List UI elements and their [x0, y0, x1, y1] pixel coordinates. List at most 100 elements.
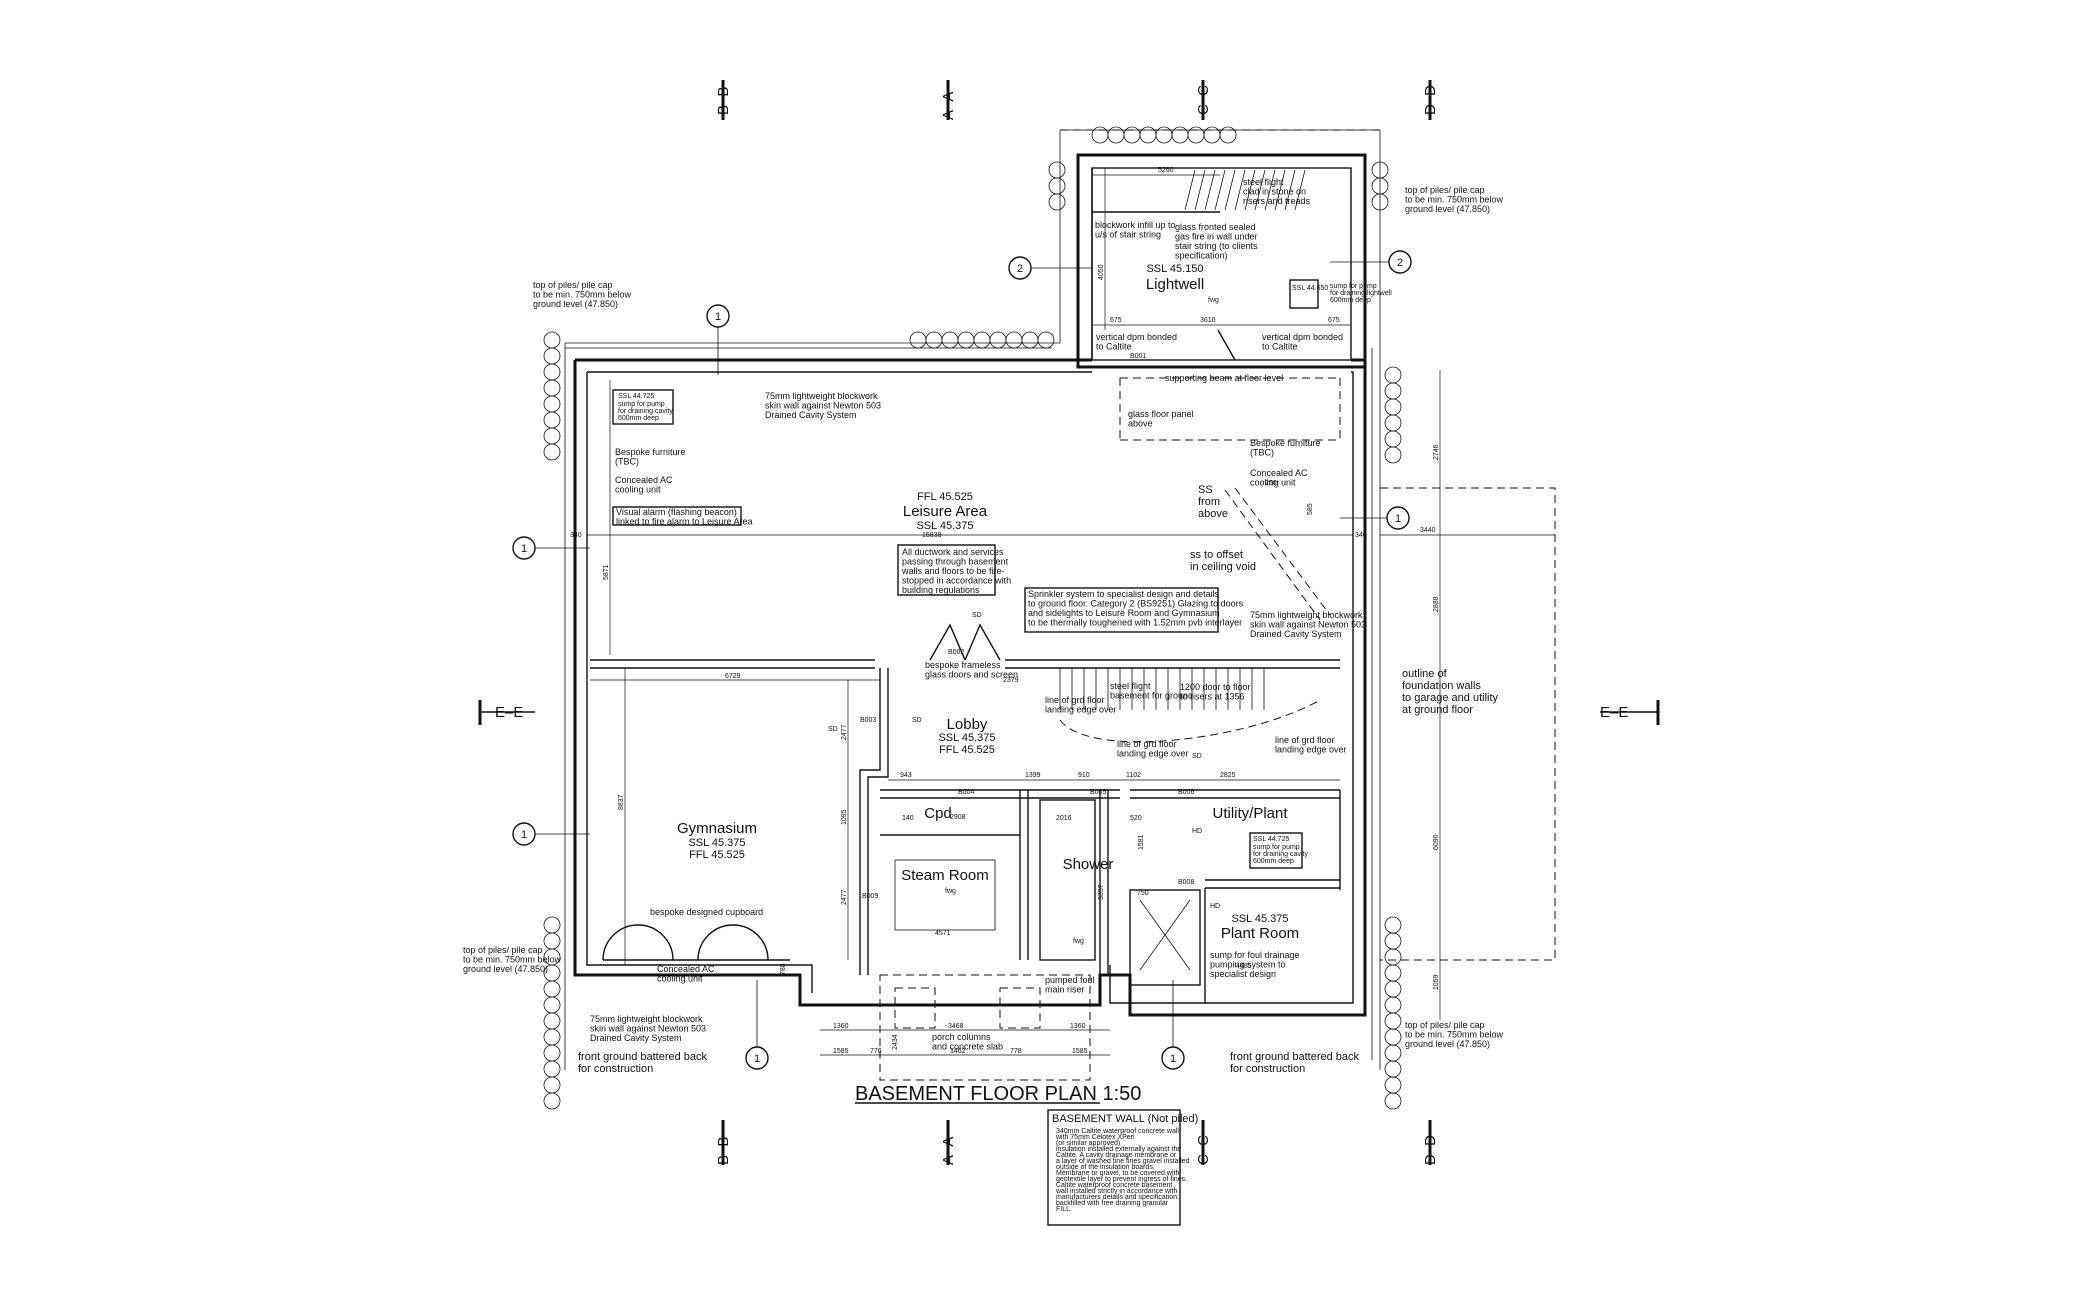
dim-750: 750 — [1137, 890, 1149, 897]
dim-2825: 2825 — [1220, 772, 1236, 779]
dim-8837: 8837 — [618, 794, 625, 810]
sump-box-lightwell — [1289, 279, 1319, 309]
leisure-level: FFL 45.525 — [917, 491, 973, 503]
lightwell-level: SSL 45.150 — [1146, 263, 1203, 275]
dim-585: 585 — [1307, 503, 1314, 515]
fwg-label-1: fwg — [1208, 297, 1219, 304]
pile-circle — [1048, 193, 1066, 211]
door-b002: B002 — [948, 649, 964, 656]
dim-1585-left: 1585 — [833, 1048, 849, 1055]
dim-4485: 4485 — [1236, 963, 1252, 970]
dim-15838: 15838 — [922, 532, 942, 539]
dim-340-left: 340 — [570, 532, 582, 539]
dim-675-left: 675 — [1110, 317, 1122, 324]
section-label-cc-bottom: C–C — [1195, 1135, 1212, 1165]
lightwell-stair-tread — [1214, 169, 1226, 211]
lobby-level: SSL 45.375 — [938, 732, 995, 744]
section-label-cc-top: C–C — [1195, 85, 1212, 115]
dim-250: 250 — [1265, 480, 1277, 487]
dim-4571: 4571 — [935, 930, 951, 937]
ssl-44-650: SSL 44.650 — [1292, 285, 1328, 292]
note-cupboard: bespoke designed cupboard — [650, 907, 763, 917]
lightwell-stair-tread — [1254, 169, 1266, 211]
dim-3468: 3468 — [948, 1023, 964, 1030]
lightwell-stair-tread — [1244, 169, 1256, 211]
dim-776: 776 — [870, 1048, 882, 1055]
note-bespoke-furniture-left: Bespoke furniture(TBC) — [615, 447, 686, 467]
fwg-label-2: fwg — [945, 888, 956, 895]
section-label-bb-bottom: B–B — [715, 1137, 732, 1165]
dim-6729: 6729 — [725, 673, 741, 680]
pile-circle — [1219, 126, 1237, 144]
dim-675-right: 675 — [1328, 317, 1340, 324]
grid-ref-label: 1 — [1395, 513, 1401, 525]
sd-label-3: SD — [972, 612, 982, 619]
ssl-44-725-left: SSL 44.725 — [618, 393, 654, 400]
door-b009: B009 — [862, 893, 878, 900]
sprinkler-note-box — [1024, 587, 1219, 633]
door-b005: B005 — [1090, 789, 1106, 796]
dim-2888: 2888 — [1433, 596, 1440, 612]
dim-1102: 1102 — [1126, 772, 1141, 779]
spec-box — [1047, 1109, 1181, 1226]
lightwell-stair-tread — [1264, 169, 1276, 211]
note-bespoke-furniture-right: Bespoke furniture(TBC) — [1250, 438, 1321, 458]
dim-1581: 1581 — [1138, 834, 1145, 850]
grid-ref-label: 1 — [754, 1053, 760, 1065]
lobby-name: Lobby — [947, 716, 988, 733]
lightwell-stair-tread — [1194, 169, 1206, 211]
lightwell-stair-tread — [1234, 169, 1246, 211]
grid-ref-label: 2 — [1397, 257, 1403, 269]
grid-reference-2-right: 2 — [1330, 250, 1412, 274]
section-label-dd-top: D–D — [1422, 85, 1439, 115]
hd-label-1: HD — [1192, 828, 1202, 835]
dim-788: 788 — [780, 963, 787, 975]
dim-2016: 2016 — [1056, 815, 1072, 822]
lobby-level-2: FFL 45.525 — [939, 744, 995, 756]
lightwell-walls — [1076, 153, 1367, 441]
pile-circle — [543, 1092, 561, 1110]
dim-2746: 2746 — [1433, 444, 1440, 460]
sd-label-2: SD — [912, 717, 922, 724]
grid-reference-1-bottom-b: 1 — [1161, 980, 1185, 1070]
note-sprinkler: Sprinkler system to specialist design an… — [1028, 589, 1244, 628]
note-visual-alarm: Visual alarm (flashing beacon)linked to … — [616, 507, 753, 527]
dim-2477-a: 2477 — [841, 724, 848, 740]
gymnasium-level-2: FFL 45.525 — [689, 849, 745, 861]
lightwell-stair-tread — [1184, 169, 1196, 211]
dim-1059: 1059 — [1433, 974, 1440, 990]
lightwell-stair-tread — [1294, 169, 1306, 211]
grid-reference-1-right: 1 — [1340, 506, 1410, 530]
door-b008: B008 — [1178, 879, 1194, 886]
hd-label-2: HD — [1210, 903, 1220, 910]
dim-2477-b: 2477 — [841, 889, 848, 905]
dim-3610: 3610 — [1200, 317, 1216, 324]
dim-520: 520 — [1130, 815, 1142, 822]
